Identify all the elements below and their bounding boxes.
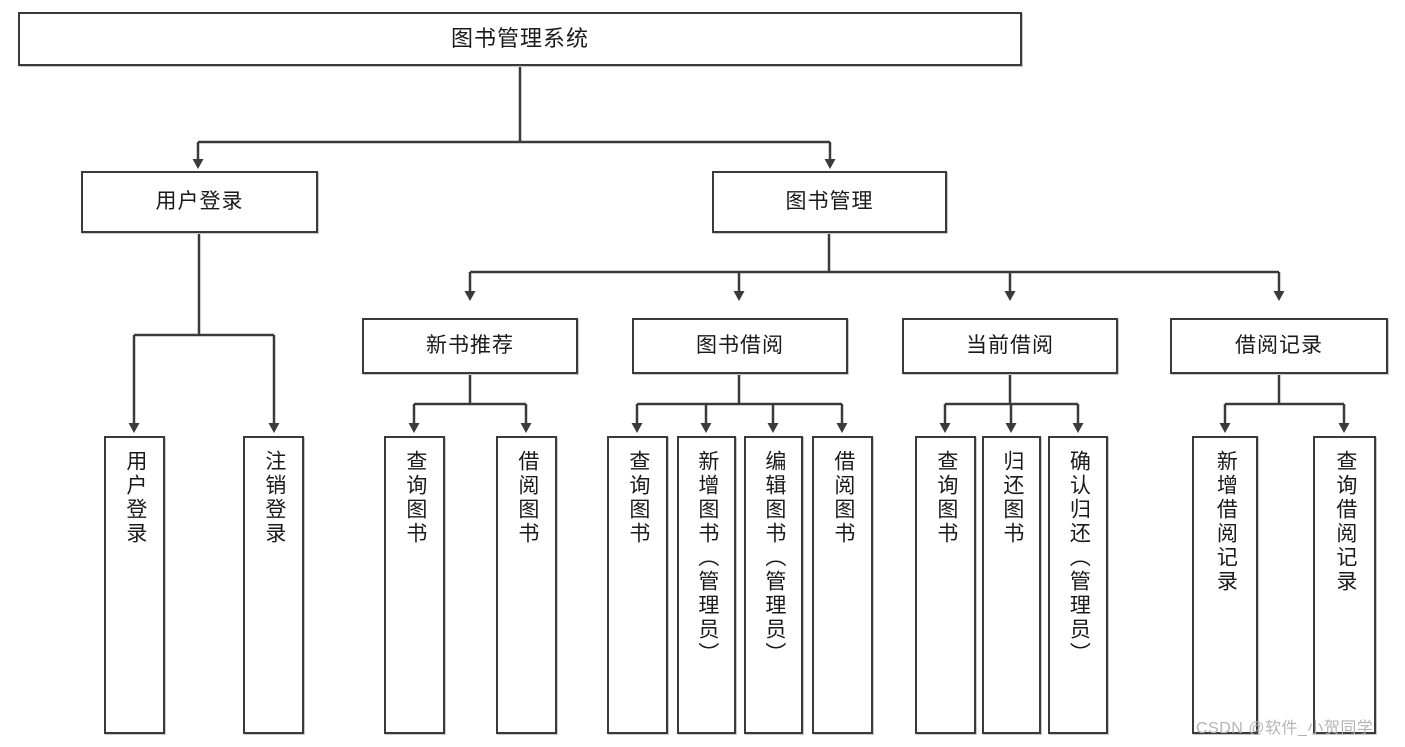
node-current-borrow[interactable]: 当前借阅: [902, 318, 1118, 374]
leaf-query-book-recommend[interactable]: 查询图书: [384, 436, 445, 734]
leaf-return-book[interactable]: 归还图书: [982, 436, 1041, 734]
node-label: 用户登录: [155, 189, 244, 213]
node-label: 归还图书: [1000, 450, 1024, 546]
csdn-watermark: CSDN @软件_小贺同学: [1196, 720, 1374, 737]
node-borrow-record[interactable]: 借阅记录: [1170, 318, 1388, 374]
node-label: 图书借阅: [696, 333, 784, 357]
leaf-borrow-book[interactable]: 借阅图书: [812, 436, 873, 734]
leaf-add-book-admin[interactable]: 新增图书（管理员）: [677, 436, 736, 734]
node-book-management[interactable]: 图书管理: [712, 171, 947, 233]
node-label: 新书推荐: [426, 333, 514, 357]
leaf-borrow-book-recommend[interactable]: 借阅图书: [496, 436, 557, 734]
node-label: 注销登录: [262, 450, 286, 546]
leaf-user-login[interactable]: 用户登录: [104, 436, 165, 734]
node-label: 查询图书: [934, 450, 958, 546]
leaf-edit-book-admin[interactable]: 编辑图书（管理员）: [744, 436, 803, 734]
node-label: 查询图书: [403, 450, 427, 546]
node-label: 借阅记录: [1235, 333, 1323, 357]
leaf-query-book-current[interactable]: 查询图书: [915, 436, 976, 734]
node-book-borrow[interactable]: 图书借阅: [632, 318, 848, 374]
node-label: 用户登录: [123, 450, 147, 546]
node-label: 确认归还（管理员）: [1067, 450, 1091, 666]
node-label: 编辑图书（管理员）: [762, 450, 786, 666]
node-label: 图书管理: [785, 189, 874, 213]
node-label: 查询借阅记录: [1333, 450, 1357, 594]
node-label: 图书管理系统: [450, 26, 589, 52]
node-new-book-recommend[interactable]: 新书推荐: [362, 318, 578, 374]
leaf-query-book-borrow[interactable]: 查询图书: [607, 436, 668, 734]
node-label: 查询图书: [626, 450, 650, 546]
node-user-login[interactable]: 用户登录: [81, 171, 318, 233]
node-label: 当前借阅: [966, 333, 1054, 357]
node-label: 借阅图书: [831, 450, 855, 546]
leaf-add-borrow-record[interactable]: 新增借阅记录: [1192, 436, 1258, 734]
node-label: 新增图书（管理员）: [695, 450, 719, 666]
node-root-system[interactable]: 图书管理系统: [18, 12, 1022, 66]
node-label: 新增借阅记录: [1214, 450, 1238, 594]
leaf-logout[interactable]: 注销登录: [243, 436, 304, 734]
leaf-query-borrow-record[interactable]: 查询借阅记录: [1313, 436, 1376, 734]
leaf-confirm-return-admin[interactable]: 确认归还（管理员）: [1048, 436, 1108, 734]
node-label: 借阅图书: [515, 450, 539, 546]
